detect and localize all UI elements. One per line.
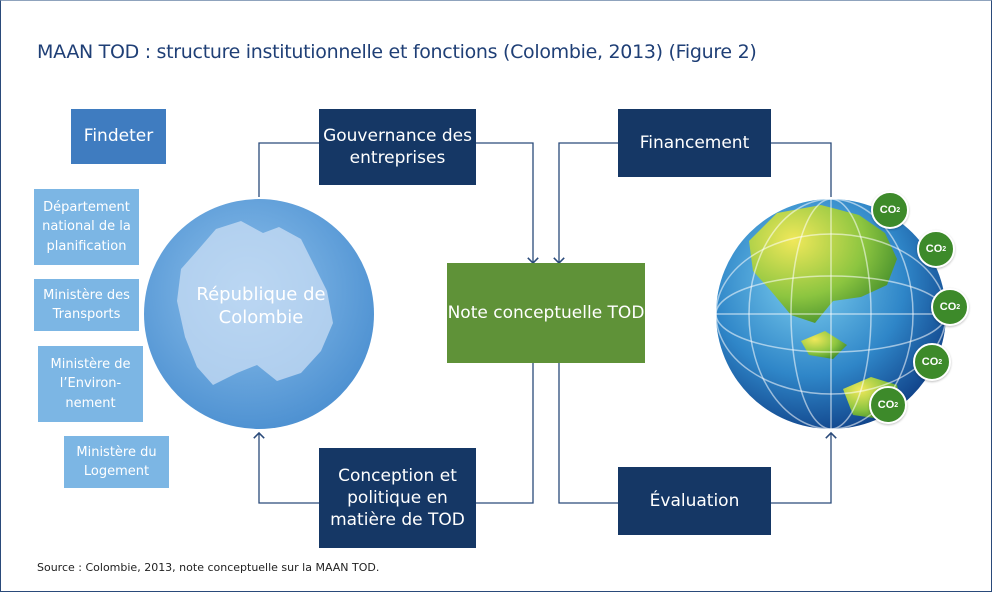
- line-gouvernance-to-left: [258, 142, 319, 197]
- line-financement-to-right: [771, 142, 832, 197]
- gouvernance-box: Gouvernance des entreprises: [319, 109, 476, 185]
- source-note: Source : Colombie, 2013, note conceptuel…: [37, 561, 380, 574]
- note-conceptuelle-box: Note conceptuelle TOD: [447, 263, 645, 363]
- conception-box: Conception et politique en matière de TO…: [319, 448, 476, 548]
- arrow-gouvernance-to-note: [476, 142, 539, 265]
- colombia-map-shape: [177, 221, 333, 385]
- ministry-box-planning: Département national de la planification: [34, 189, 139, 265]
- ministry-box-environment: Ministère de l’Environ-nement: [38, 346, 143, 422]
- line-note-to-evaluation: [558, 363, 618, 504]
- findeter-box: Findeter: [71, 109, 166, 164]
- colombia-globe: [144, 199, 374, 429]
- colombia-globe-label: République de Colombie: [196, 284, 326, 328]
- financement-box: Financement: [618, 109, 771, 177]
- ministry-box-housing: Ministère du Logement: [64, 436, 169, 488]
- line-note-to-conception: [476, 363, 534, 504]
- earth-globe: [715, 198, 947, 430]
- arrow-conception-to-left: [253, 431, 319, 504]
- arrow-financement-to-note: [553, 142, 618, 265]
- ministry-box-transport: Ministère des Transports: [34, 279, 139, 331]
- evaluation-box: Évaluation: [618, 467, 771, 535]
- arrow-evaluation-to-right: [771, 431, 837, 504]
- figure-title: MAAN TOD : structure institutionnelle et…: [37, 41, 757, 63]
